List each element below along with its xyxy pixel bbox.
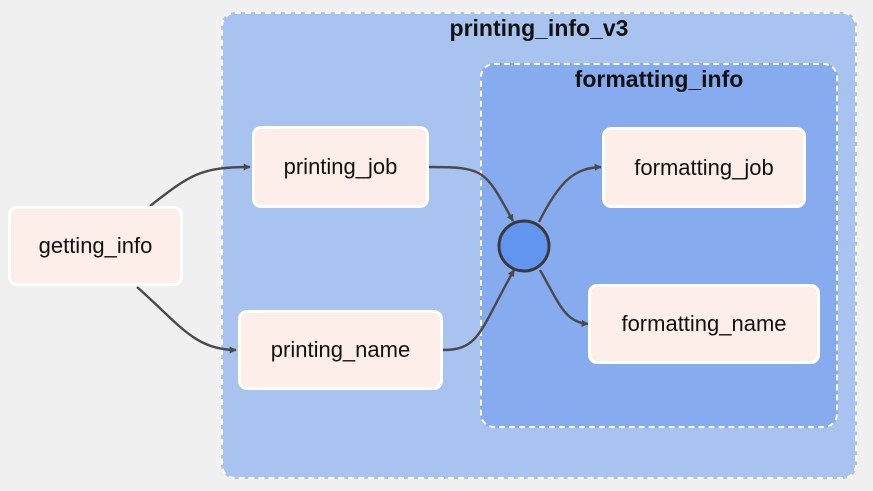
node-formatting-name: formatting_name [588,284,820,364]
node-printing-name: printing_name [238,310,443,390]
cluster-title-inner: formatting_info [574,66,744,92]
cluster-title-outer: printing_info_v3 [449,15,629,41]
node-formatting-job: formatting_job [602,127,806,208]
cluster-formatting-info: formatting_info [480,63,838,428]
node-getting-info: getting_info [8,206,183,286]
node-printing-job: printing_job [252,126,429,208]
